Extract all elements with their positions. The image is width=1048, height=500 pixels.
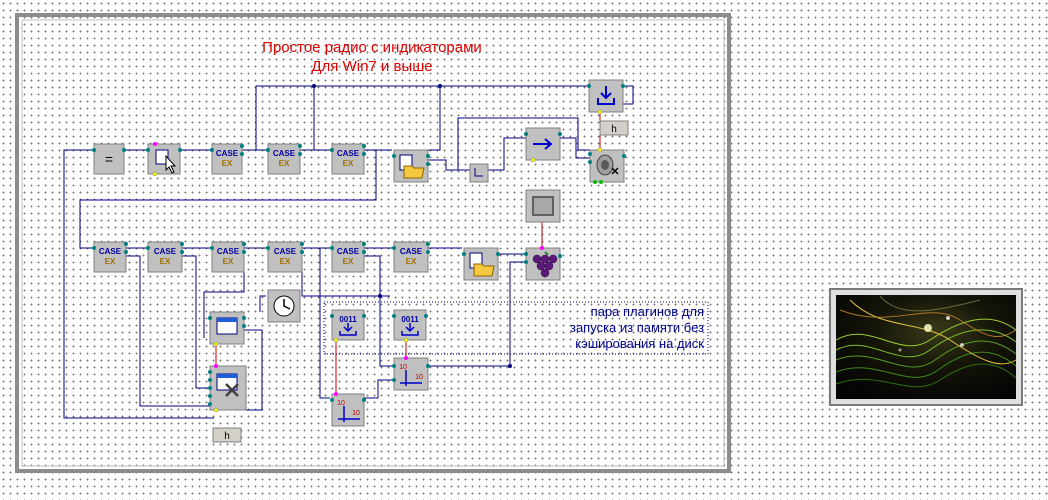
download-icon	[597, 86, 615, 105]
ex-label: EX	[223, 257, 234, 266]
ex-label: EX	[160, 257, 171, 266]
case-label: CASE	[337, 149, 360, 158]
ex-label: EX	[343, 257, 354, 266]
main-panel-frame	[15, 13, 731, 473]
download-icon	[401, 323, 419, 336]
case-label: CASE	[217, 247, 240, 256]
visualizer-preview	[829, 288, 1023, 406]
case-label: CASE	[274, 247, 297, 256]
case-label: CASE	[273, 149, 296, 158]
equal-symbol: =	[105, 151, 113, 167]
ex-label: EX	[279, 159, 290, 168]
form-cursor-block[interactable]	[146, 142, 182, 177]
stop-icon	[532, 196, 554, 216]
case-block-mid-5[interactable]: CASE EX	[330, 241, 366, 273]
tools-icon	[225, 383, 239, 397]
num-label-top: 10	[337, 400, 345, 407]
arrow-right-icon	[533, 138, 553, 150]
timer-block[interactable]	[267, 289, 301, 323]
folder-block-top[interactable]	[392, 149, 430, 183]
ex-label: EX	[280, 257, 291, 266]
binary-label: 0011	[401, 315, 419, 324]
window-block[interactable]	[208, 311, 246, 347]
memory-load-block-1[interactable]: 0011	[330, 309, 366, 343]
grapes-icon	[532, 254, 558, 278]
binary-label: 0011	[339, 315, 357, 324]
ex-label: EX	[105, 257, 116, 266]
form-icon	[155, 149, 169, 165]
download-icon	[339, 323, 357, 336]
visualizer-glow-spot	[924, 324, 932, 332]
number-axis-icon	[338, 406, 360, 422]
arrow-block[interactable]	[524, 127, 562, 163]
visualizer-waves	[835, 295, 1017, 388]
plugin-note-line-1: пара плагинов для	[591, 304, 704, 319]
case-label: CASE	[337, 247, 360, 256]
red-wires	[215, 112, 601, 398]
folder-icon	[473, 263, 495, 277]
main-panel-inner-border	[21, 19, 725, 467]
case-label: CASE	[99, 247, 122, 256]
case-block-mid-3[interactable]: CASE EX	[210, 241, 246, 273]
num-label-bottom: 10	[352, 410, 360, 417]
case-block-mid-1[interactable]: CASE EX	[92, 241, 128, 273]
title-line-1: Простое радио с индикаторами	[262, 39, 482, 56]
case-block-top-2[interactable]: CASE EX	[266, 143, 302, 175]
case-block-top-1[interactable]: CASE EX	[210, 143, 244, 175]
title-line-2: Для Win7 и выше	[311, 58, 432, 75]
splitter-block[interactable]	[469, 163, 489, 183]
wires	[63, 85, 634, 419]
memory-load-block-2[interactable]: 0011	[392, 309, 428, 343]
h-label-box-bottom: h	[212, 427, 242, 443]
equal-block[interactable]: =	[92, 143, 126, 175]
ex-label: EX	[406, 257, 417, 266]
case-block-top-3[interactable]: CASE EX	[330, 143, 366, 175]
case-block-mid-4[interactable]: CASE EX	[266, 241, 304, 273]
splitter-icon	[474, 168, 483, 177]
case-label: CASE	[216, 149, 239, 158]
case-block-mid-6[interactable]: CASE EX	[392, 241, 430, 273]
cursor-icon	[165, 154, 177, 174]
number-block-2[interactable]: 10 10	[330, 392, 366, 427]
case-block-mid-2[interactable]: CASE EX	[146, 241, 184, 273]
folder-icon	[403, 165, 425, 179]
junction-dots	[312, 84, 512, 368]
download-block[interactable]	[587, 79, 625, 115]
num-label-top: 10	[399, 364, 407, 371]
stop-button-block[interactable]	[525, 189, 561, 223]
h-label-text: h	[224, 431, 230, 442]
num-label-bottom: 10	[415, 374, 423, 381]
h-label-box-top: h	[599, 120, 629, 136]
plugin-note-line-3: кэширования на диск	[575, 336, 704, 351]
plugin-note-box	[323, 301, 709, 355]
plugin-note-line-2: запуска из памяти без	[570, 320, 704, 335]
case-label: CASE	[400, 247, 423, 256]
ex-label: EX	[222, 159, 233, 168]
ex-label: EX	[343, 159, 354, 168]
number-block-1[interactable]: 10 10	[392, 356, 430, 391]
tools-form-block[interactable]	[208, 364, 247, 413]
speaker-block[interactable]	[588, 147, 626, 184]
folder-block-mid[interactable]	[462, 247, 500, 281]
case-label: CASE	[154, 247, 177, 256]
h-label-text: h	[611, 124, 617, 135]
number-axis-icon	[400, 370, 422, 386]
grapes-block[interactable]	[524, 246, 562, 281]
